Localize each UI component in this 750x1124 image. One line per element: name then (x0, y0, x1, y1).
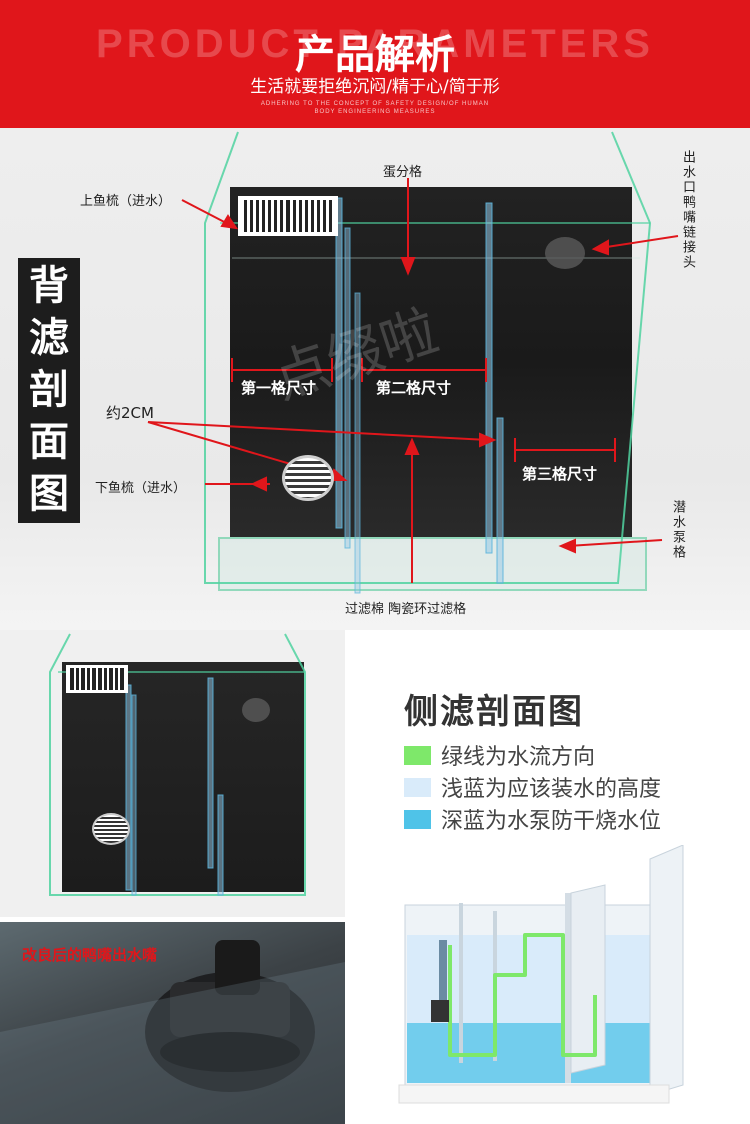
legend-swatch-dark-blue (404, 809, 431, 829)
label-filter: 过滤棉 陶瓷环过滤格 (345, 602, 467, 617)
tank-glass-drawing (147, 131, 679, 594)
secondary-bottom-comb (92, 813, 130, 845)
label-pump: 潜水泵格 (670, 500, 685, 560)
legend-text-light-blue: 浅蓝为应该装水的高度 (441, 777, 662, 802)
side-filter-title: 侧滤剖面图 (404, 692, 584, 732)
header-banner (0, 0, 750, 128)
side-title-char-4: 面 (29, 419, 69, 465)
side-title-char-1: 背 (29, 263, 69, 309)
header-small-line2: BODY ENGINEERING MEASURES (314, 109, 436, 115)
header-title: 产品解析 (295, 32, 455, 78)
label-egg-grid: 蛋分格 (383, 165, 423, 180)
legend-item-light-blue: 浅蓝为应该装水的高度 (404, 772, 661, 802)
legend-item-dark-blue: 深蓝为水泵防干烧水位 (404, 804, 661, 834)
label-outlet: 出水口鸭嘴链接头 (680, 150, 695, 270)
secondary-tank-glass (49, 633, 306, 896)
bottom-fish-comb (282, 455, 334, 501)
header-small-line1: ADHERING TO THE CONCEPT OF SAFETY DESIGN… (260, 101, 490, 107)
secondary-top-comb (66, 665, 128, 693)
header-small-text: ADHERING TO THE CONCEPT OF SAFETY DESIGN… (0, 100, 750, 116)
side-title-char-3: 剖 (29, 367, 69, 413)
secondary-photo (0, 630, 345, 917)
label-top-comb: 上鱼梳（进水） (80, 194, 172, 209)
dimension-first: 第一格尺寸 (241, 379, 317, 397)
side-title-char-2: 滤 (29, 315, 69, 361)
label-bottom-comb: 下鱼梳（进水） (95, 481, 187, 496)
legend-swatch-green (404, 745, 431, 765)
duck-outlet-caption: 改良后的鸭嘴出水嘴 (22, 946, 158, 964)
header-watermark: PRODUCT PARAMETERS (96, 22, 654, 66)
top-fish-comb (238, 196, 338, 236)
dimension-second: 第二格尺寸 (376, 379, 452, 397)
legend-text-green: 绿线为水流方向 (441, 745, 596, 770)
rear-filter-section-title: 背 滤 剖 面 图 (18, 258, 80, 523)
duck-outlet-illustration (0, 940, 345, 1124)
side-filter-diagram (398, 845, 684, 1104)
legend-swatch-light-blue (404, 777, 431, 797)
legend-text-dark-blue: 深蓝为水泵防干烧水位 (441, 809, 662, 834)
side-title-char-5: 图 (29, 471, 69, 517)
header-subtitle: 生活就要拒绝沉闷/精于心/简于形 (250, 77, 500, 97)
legend-item-green: 绿线为水流方向 (404, 740, 595, 770)
duck-outlet-photo (0, 922, 345, 1124)
label-about-2cm: 约2CM (106, 404, 154, 422)
dimension-third: 第三格尺寸 (522, 465, 598, 483)
